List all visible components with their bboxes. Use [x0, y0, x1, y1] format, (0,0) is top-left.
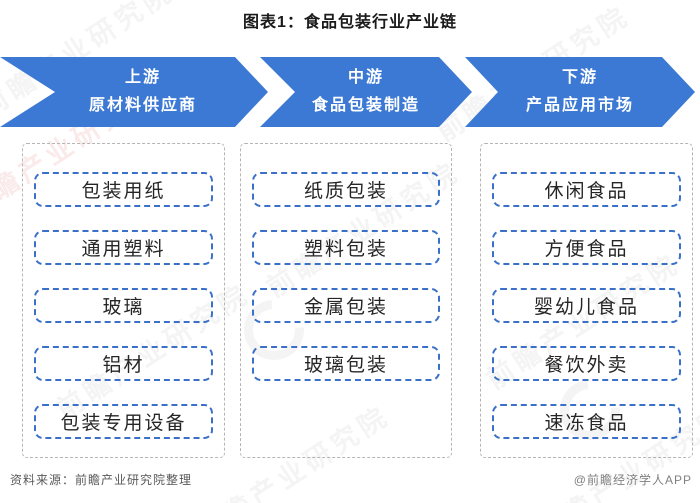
chain-item: 婴幼儿食品 [492, 288, 681, 323]
chain-item-label: 玻璃包装 [303, 355, 388, 376]
chain-item-label: 婴幼儿食品 [533, 297, 639, 318]
chain-item-label: 金属包装 [303, 297, 388, 318]
stage-container-downstream: 休闲食品 方便食品 婴幼儿食品 餐饮外卖 速冻食品 [480, 143, 693, 458]
chain-item: 包装专用设备 [34, 404, 213, 439]
chain-item: 速冻食品 [492, 404, 681, 439]
stage-arrow-upstream-line1: 上游 [124, 69, 161, 86]
credit-note: @前瞻经济学人APP [573, 473, 692, 487]
chain-item: 餐饮外卖 [492, 346, 681, 381]
chain-item: 玻璃包装 [252, 346, 440, 381]
stage-arrow-midstream: 中游 食品包装制造 [260, 57, 472, 127]
chain-item: 金属包装 [252, 288, 440, 323]
chain-item: 包装用纸 [34, 172, 213, 207]
chain-item-label: 方便食品 [544, 239, 629, 260]
chain-item: 玻璃 [34, 288, 213, 323]
chain-item: 塑料包装 [252, 230, 440, 265]
chain-item-label: 休闲食品 [544, 181, 629, 202]
chain-item-label: 包装专用设备 [60, 413, 187, 434]
chain-item-label: 纸质包装 [303, 181, 388, 202]
stage-arrow-downstream-line2: 产品应用市场 [525, 97, 634, 114]
stage-container-upstream: 包装用纸 通用塑料 玻璃 铝材 包装专用设备 [22, 143, 225, 458]
page-title: 图表1：食品包装行业产业链 [243, 14, 457, 31]
stage-arrow-downstream: 下游 产品应用市场 [465, 57, 695, 127]
chain-item-label: 通用塑料 [81, 239, 166, 260]
stage-arrow-midstream-line2: 食品包装制造 [311, 97, 420, 114]
chain-item: 方便食品 [492, 230, 681, 265]
stage-arrow-downstream-line1: 下游 [561, 69, 598, 86]
stage-arrow-upstream: 上游 原材料供应商 [0, 57, 268, 127]
stage-arrow-midstream-line1: 中游 [347, 69, 384, 86]
chain-item-label: 速冻食品 [544, 413, 629, 434]
chain-item-label: 餐饮外卖 [544, 355, 629, 376]
source-note: 资料来源：前瞻产业研究院整理 [10, 473, 193, 487]
stage-arrows: 上游 原材料供应商 中游 食品包装制造 下游 产品应用市场 [0, 57, 700, 127]
chain-item: 铝材 [34, 346, 213, 381]
stage-container-midstream: 纸质包装 塑料包装 金属包装 玻璃包装 [240, 143, 452, 458]
chain-item-label: 塑料包装 [303, 239, 388, 260]
chain-item: 通用塑料 [34, 230, 213, 265]
chain-item: 休闲食品 [492, 172, 681, 207]
chain-item: 纸质包装 [252, 172, 440, 207]
chain-item-label: 玻璃 [102, 297, 145, 318]
chain-item-label: 铝材 [102, 355, 145, 376]
stage-arrow-upstream-line2: 原材料供应商 [88, 97, 197, 114]
chain-item-label: 包装用纸 [81, 181, 166, 202]
